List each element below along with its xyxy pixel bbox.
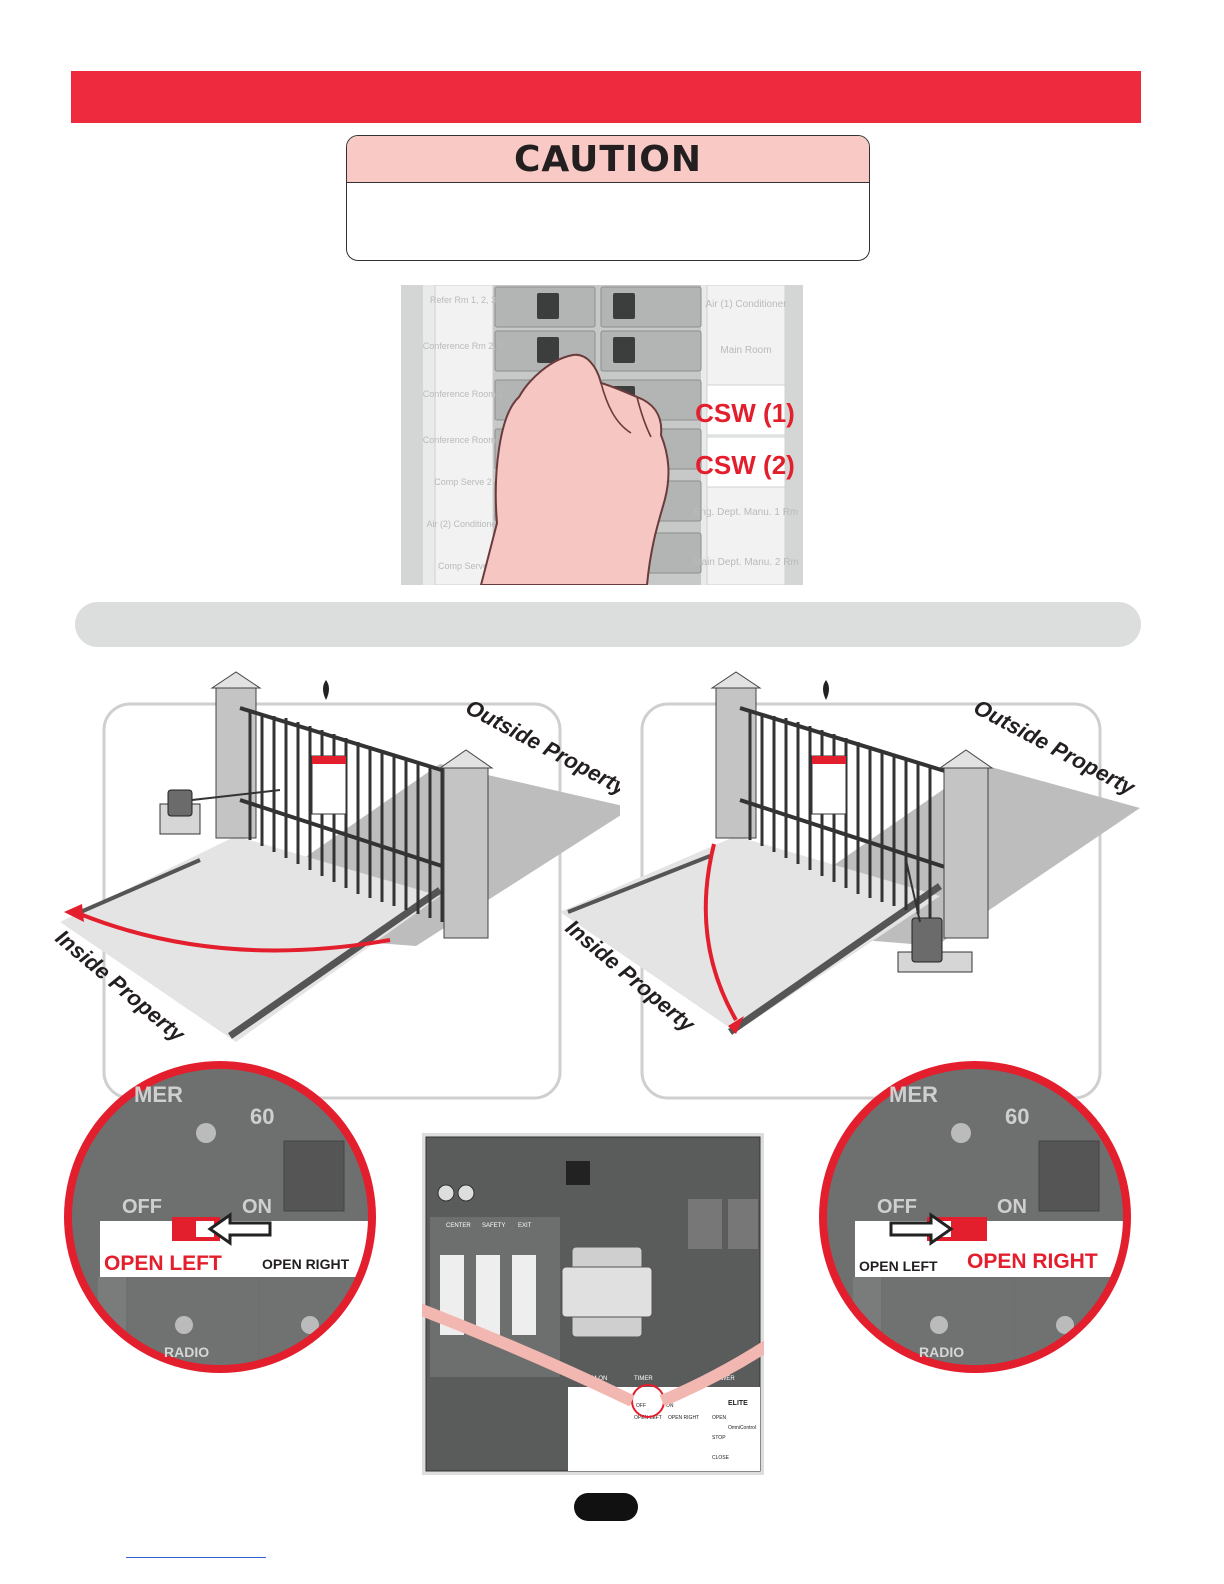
- panel-left-label-2: Conference Rm 2, 3: [423, 341, 504, 351]
- zoom-left-open-left-label: OPEN LEFT: [104, 1252, 222, 1275]
- breaker-panel-illustration: Refer Rm 1, 2, 3 Conference Rm 2, 3 Conf…: [401, 285, 803, 585]
- board-label-off: OFF: [636, 1403, 646, 1409]
- zoom-left-radio-label: RADIO: [164, 1344, 209, 1360]
- board-label-safety: SAFETY: [482, 1223, 505, 1229]
- zoom-left-open-right-label: OPEN RIGHT: [262, 1256, 350, 1272]
- csw2-label: CSW (2): [695, 450, 795, 480]
- zoom-left-off-label: OFF: [122, 1196, 162, 1218]
- board-label-open: OPEN: [712, 1415, 727, 1421]
- panel-left-label-6: Air (2) Conditioner: [426, 519, 499, 529]
- zoom-right-radio-label: RADIO: [919, 1344, 964, 1360]
- footer-link-underline[interactable]: [126, 1557, 266, 1558]
- panel-right-label-2: Main Room: [720, 345, 771, 356]
- caution-title: CAUTION: [514, 139, 702, 180]
- panel-left-label-4: Conference Room 2: [423, 435, 504, 445]
- zoom-right-sixty-label: 60: [1005, 1104, 1029, 1129]
- control-board-illustration: CENTER SAFETY EXIT SYSTEM ON TIMER POWER…: [422, 1133, 764, 1475]
- csw1-label: CSW (1): [695, 398, 795, 428]
- board-label-timer: TIMER: [634, 1376, 653, 1382]
- zoom-left-timer-label: MER: [134, 1082, 183, 1107]
- panel-right-label-1: Air (1) Conditioner: [705, 299, 787, 310]
- board-label-omnicontrol: OmniControl: [728, 1425, 756, 1431]
- board-label-open-left: OPEN LEFT: [634, 1415, 662, 1421]
- zoom-right-open-right-label: OPEN RIGHT: [967, 1250, 1098, 1273]
- panel-right-label-5: Eng. Dept. Manu. 1 Rm: [694, 507, 799, 518]
- caution-box: CAUTION: [346, 135, 870, 261]
- board-label-open-right: OPEN RIGHT: [668, 1415, 699, 1421]
- gate-illustration-right: Outside Property Inside Property: [560, 660, 1140, 1105]
- panel-left-label-7: Comp Serve: [438, 561, 488, 571]
- zoom-right-open-left-label: OPEN LEFT: [859, 1258, 938, 1274]
- zoom-left-on-label: ON: [242, 1196, 272, 1218]
- header-red-bar: [71, 71, 1141, 123]
- panel-left-label-1: Refer Rm 1, 2, 3: [430, 295, 496, 305]
- caution-header: CAUTION: [347, 136, 869, 183]
- zoom-left-sixty-label: 60: [250, 1104, 274, 1129]
- zoom-circle-open-left: MER 60 OFF ON OPEN LEFT OPEN RIGHT RADIO: [60, 1057, 380, 1377]
- panel-right-label-6: Main Dept. Manu. 2 Rm: [693, 557, 799, 568]
- zoom-right-on-label: ON: [997, 1196, 1027, 1218]
- zoom-right-timer-label: MER: [889, 1082, 938, 1107]
- gate-illustration-left: Outside Property Inside Property: [40, 660, 620, 1105]
- board-label-exit: EXIT: [518, 1223, 532, 1229]
- board-label-close: CLOSE: [712, 1455, 730, 1461]
- page-number-pill: [574, 1493, 638, 1521]
- zoom-right-off-label: OFF: [877, 1196, 917, 1218]
- board-label-elite: ELITE: [728, 1400, 748, 1407]
- board-label-center: CENTER: [446, 1223, 471, 1229]
- zoom-circle-open-right: MER 60 OFF ON OPEN LEFT OPEN RIGHT RADIO: [815, 1057, 1135, 1377]
- section-gray-bar: [75, 602, 1141, 647]
- panel-left-label-5: Comp Serve 2: [434, 477, 492, 487]
- panel-left-label-3: Conference Room 1: [423, 389, 504, 399]
- board-label-stop: STOP: [712, 1435, 726, 1441]
